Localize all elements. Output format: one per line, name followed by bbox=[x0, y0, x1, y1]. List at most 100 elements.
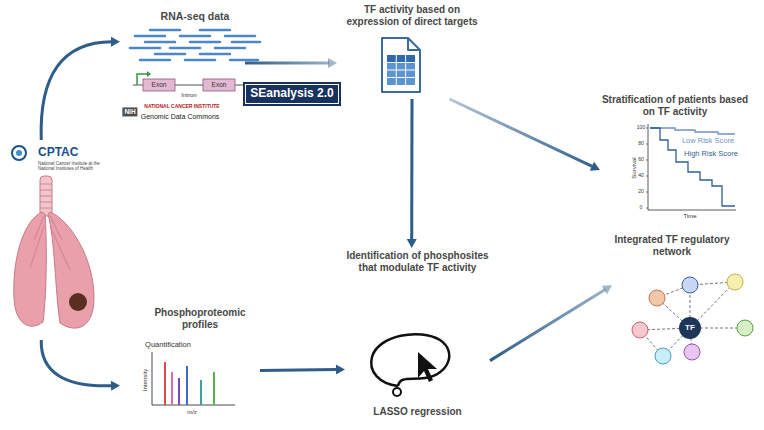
axis-tick: 60 bbox=[638, 157, 644, 163]
high-risk-curve bbox=[650, 128, 735, 206]
document-fold bbox=[408, 38, 420, 50]
network-node bbox=[632, 322, 648, 338]
axis-tick: 40 bbox=[638, 173, 644, 179]
plot-axes bbox=[648, 124, 736, 210]
arrow-line bbox=[41, 42, 112, 140]
left-lung bbox=[14, 212, 47, 326]
result-panel: Integrated TF regulatory networkTF bbox=[612, 232, 757, 362]
node-subtitle: National Cancer Institute at the Nationa… bbox=[38, 161, 100, 171]
arrow-line bbox=[410, 99, 413, 240]
network-node bbox=[655, 348, 671, 364]
node-title: CPTAC bbox=[38, 146, 103, 160]
lasso-loop bbox=[371, 334, 449, 386]
trachea bbox=[40, 176, 52, 216]
arrow-line bbox=[260, 370, 337, 371]
exon-box bbox=[203, 79, 235, 91]
spectrum-peak bbox=[213, 372, 215, 405]
flow-arrow bbox=[490, 285, 612, 360]
exon-label: Exon bbox=[152, 81, 167, 88]
bronchi bbox=[30, 216, 70, 270]
sequencing-reads bbox=[130, 30, 260, 60]
arrow-head bbox=[336, 365, 345, 375]
axis-tick: 0 bbox=[640, 205, 643, 211]
node-title: TF activity based on expression of direc… bbox=[337, 4, 487, 27]
flow-arrow bbox=[245, 58, 337, 68]
data-panel: Phosphoproteomic profiles bbox=[120, 305, 260, 420]
arrow-head bbox=[590, 162, 600, 171]
spectrum-peak bbox=[171, 372, 173, 405]
node-title: SEanalysis 2.0 bbox=[250, 87, 333, 101]
source-panel: CPTACNational Cancer Institute at the Na… bbox=[8, 140, 103, 340]
read-row bbox=[130, 47, 245, 50]
spectrum-peak bbox=[178, 378, 180, 405]
node-title: Integrated TF regulatory network bbox=[607, 234, 737, 257]
tool-box: SEanalysis 2.0 bbox=[243, 82, 341, 106]
node-subtitle: LASSO regression bbox=[345, 406, 490, 418]
promoter-head bbox=[147, 71, 151, 77]
logo-ring bbox=[12, 146, 26, 160]
table-grid bbox=[387, 55, 415, 85]
flow-arrow bbox=[41, 340, 120, 391]
table-body bbox=[387, 55, 415, 85]
network-node bbox=[682, 277, 698, 293]
lasso-knot bbox=[393, 388, 401, 396]
spectrum-peak bbox=[186, 366, 188, 405]
node-title: TF bbox=[685, 323, 695, 332]
intron-label: Intron bbox=[181, 92, 196, 99]
spectrum-peak bbox=[164, 362, 166, 405]
lung-illustration bbox=[14, 176, 94, 328]
network-node bbox=[737, 320, 753, 336]
network-illustration bbox=[632, 274, 753, 364]
arrow-head bbox=[111, 37, 120, 47]
flow-arrow bbox=[450, 99, 601, 171]
axis-title: Intensity bbox=[142, 369, 149, 391]
axis-tick: 80 bbox=[638, 141, 644, 147]
flow-arrow bbox=[407, 99, 417, 248]
spectrum-axes bbox=[152, 352, 235, 405]
exon-label: Exon bbox=[212, 81, 227, 88]
node-title: Stratification of patients based on TF a… bbox=[600, 94, 750, 117]
low-risk-curve bbox=[650, 128, 735, 134]
document-page bbox=[382, 38, 420, 92]
mass-spectrum bbox=[152, 352, 235, 405]
arrow-head bbox=[407, 239, 417, 248]
arrow-line bbox=[41, 340, 112, 386]
flow-arrow bbox=[41, 37, 120, 140]
table-document-icon bbox=[382, 38, 420, 92]
node-title: Phosphoproteomic profiles bbox=[145, 307, 255, 330]
arrow-line bbox=[450, 99, 593, 167]
step-panel: Identification of phosphosites that modu… bbox=[345, 248, 490, 424]
logo-icon bbox=[12, 146, 26, 160]
cursor-pointer bbox=[418, 352, 437, 382]
read-row bbox=[150, 29, 230, 32]
axis-title: Time bbox=[683, 213, 696, 220]
arrow-head bbox=[602, 285, 612, 294]
spectrum-peak bbox=[200, 380, 202, 405]
axis-tick: 20 bbox=[638, 189, 644, 195]
node-title: RNA-seq data bbox=[145, 10, 245, 22]
read-row bbox=[155, 53, 230, 56]
read-row bbox=[135, 35, 255, 38]
logo-dot bbox=[16, 150, 22, 156]
right-lung bbox=[48, 212, 94, 328]
axis-title: m/z bbox=[187, 409, 197, 416]
tumor bbox=[69, 293, 87, 311]
logo-mark: NIH bbox=[122, 107, 137, 116]
arrow-head bbox=[111, 381, 120, 391]
read-row bbox=[145, 41, 260, 44]
axis-tick: 100 bbox=[637, 125, 645, 131]
logo-text: NATIONAL CANCER INSTITUTE bbox=[144, 104, 219, 110]
series-label: High Risk Score bbox=[684, 150, 738, 158]
flow-arrow bbox=[260, 365, 345, 375]
axis-title: Survival bbox=[631, 157, 638, 178]
gene-structure bbox=[133, 71, 248, 91]
logo-text: Genomic Data Commons bbox=[141, 113, 220, 121]
network-node bbox=[727, 274, 743, 290]
exon-box bbox=[143, 79, 175, 91]
tf-node: TF bbox=[679, 317, 701, 339]
trachea-rings bbox=[40, 184, 52, 208]
series-label: Low Risk Score bbox=[682, 137, 734, 145]
